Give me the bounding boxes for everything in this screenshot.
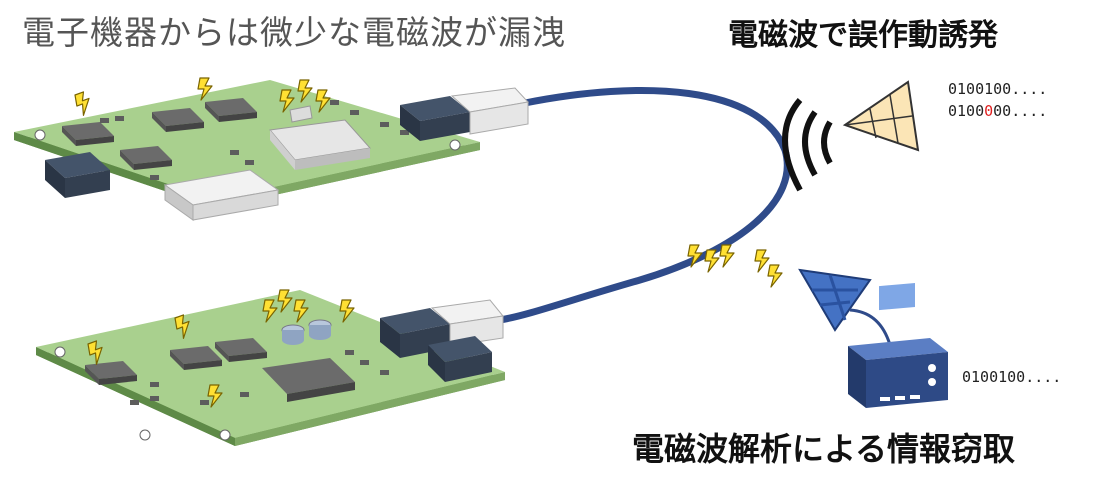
- usb-plug-top-front: [163, 169, 280, 221]
- circuit-board-top: [14, 80, 529, 221]
- connector-top-left: [45, 152, 110, 198]
- malfunction-title: 電磁波で誤作動誘発: [728, 18, 998, 53]
- bits-sent: 0100100....: [948, 80, 1048, 98]
- bits-captured: 0100100....: [962, 368, 1062, 386]
- receiver-device-icon: [848, 280, 948, 408]
- antenna-icon: [798, 268, 892, 346]
- main-chip-top: [269, 119, 371, 170]
- main-chip-bottom: [262, 358, 355, 402]
- analysis-title: 電磁波解析による情報窃取: [632, 430, 1016, 468]
- signal-cable: [496, 87, 791, 324]
- leak-title: 電子機器からは微少な電磁波が漏洩: [22, 13, 566, 52]
- flipped-bit: 0: [984, 102, 994, 120]
- connector-top-right: [400, 87, 529, 141]
- bits-altered: 0100000....: [948, 102, 1048, 120]
- capacitors: [281, 319, 332, 345]
- antenna-icon: [842, 80, 920, 152]
- connector-bottom-right: [380, 299, 504, 382]
- radio-wave-icon: [782, 98, 833, 192]
- circuit-board-bottom: [36, 290, 505, 446]
